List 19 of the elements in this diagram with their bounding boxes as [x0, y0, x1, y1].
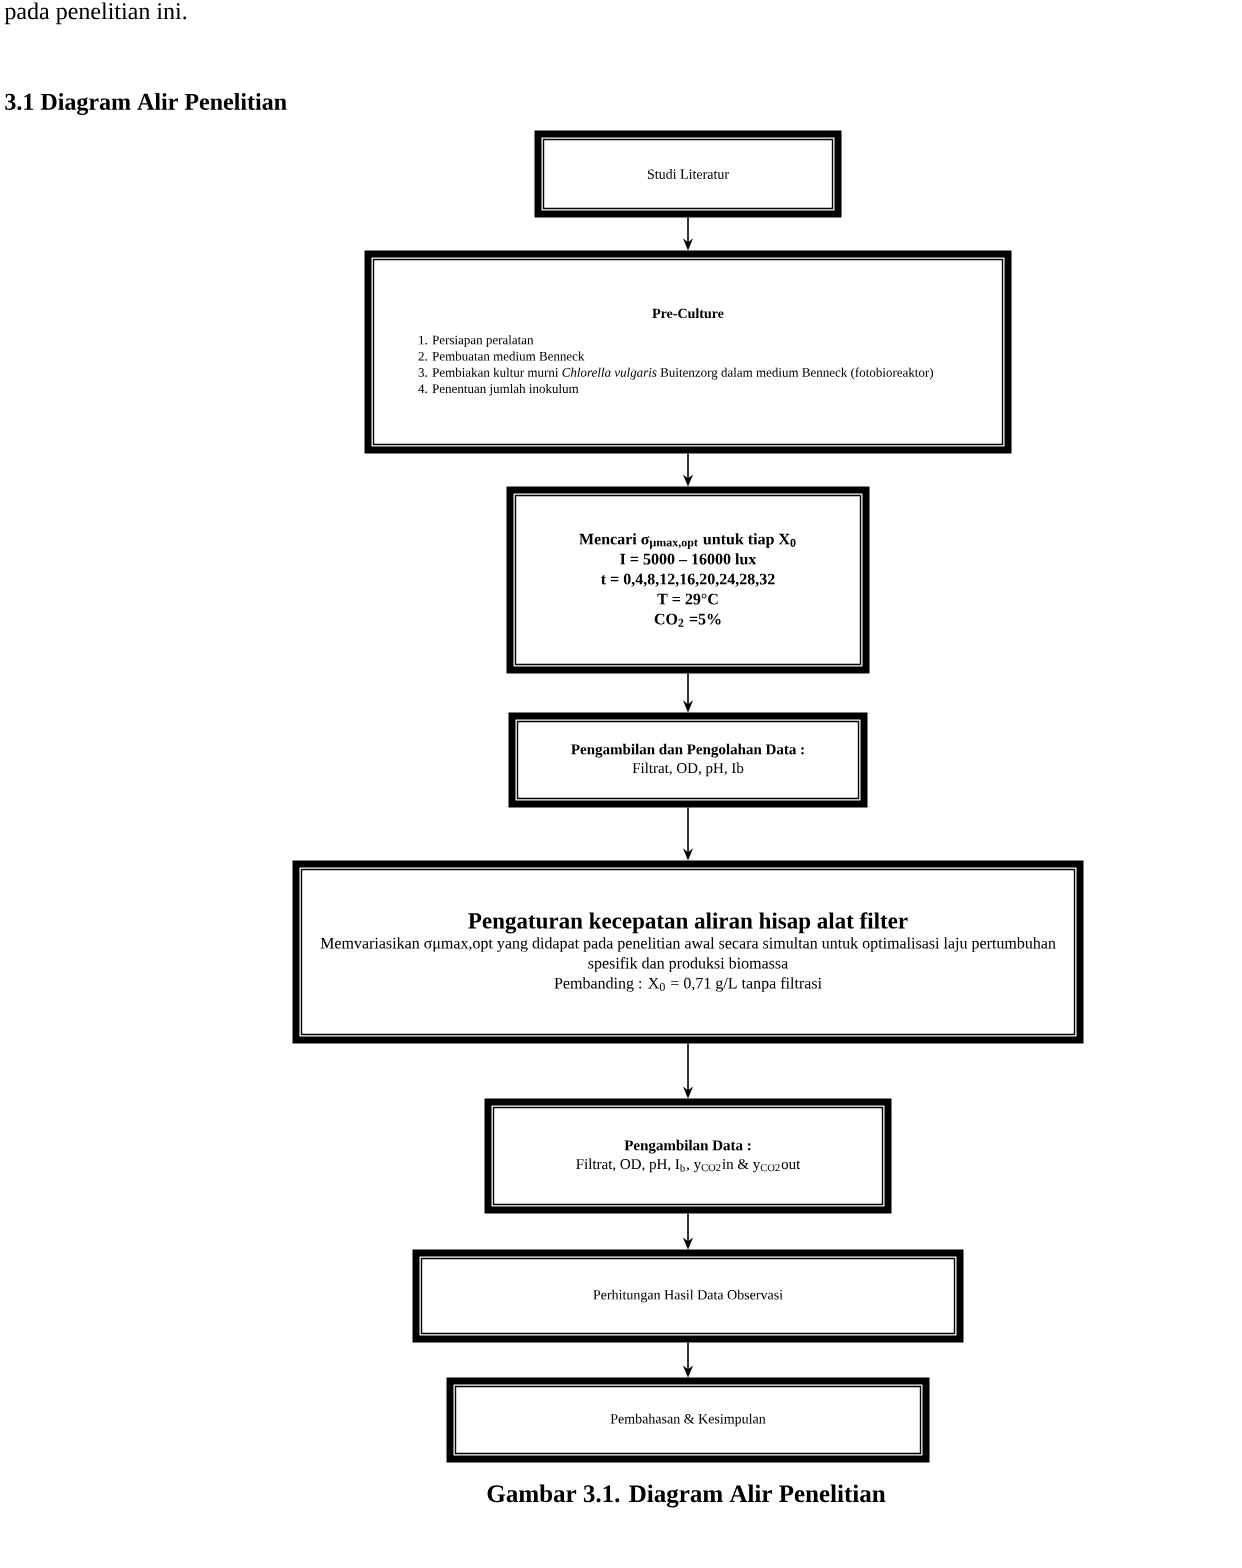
- body-text: pada penelitian ini.: [4, 2, 187, 25]
- box-text: Memvariasikan σμmax,opt yang didapat pada penelitian awal secara simultan untuk optimalisasi laju pertumbuhan spesifik dan produksi biomassa: [320, 937, 1056, 972]
- box-text: Pembanding : X$_{0}$ = 0,71 g/L tanpa filtrasi: [554, 977, 822, 992]
- box-heading: Pengaturan kecepatan aliran hisap alat filter: [468, 912, 908, 934]
- process-box: [412, 1249, 964, 1343]
- figure-caption: Gambar 3.1. Diagram Alir Penelitian: [487, 1484, 886, 1508]
- box-text: CO$_{2}$ =5%: [654, 613, 721, 627]
- process-box: [508, 712, 868, 808]
- box-text: t = 0,4,8,12,16,20,24,28,32: [601, 573, 775, 587]
- process-box: [292, 860, 1084, 1044]
- section-heading: 3.1 Diagram Alir Penelitian: [5, 93, 287, 115]
- process-box: [364, 250, 1012, 454]
- process-box: [506, 486, 870, 674]
- box-text: T = 29°C: [657, 593, 718, 605]
- process-box: [534, 130, 842, 218]
- process-box: [484, 1098, 892, 1214]
- box-heading: Mencari σ$_{μmax,opt}$ untuk tiap X$_{0}$: [579, 533, 796, 549]
- process-box: [446, 1377, 930, 1463]
- box-text: I = 5000 – 16000 lux: [620, 553, 757, 565]
